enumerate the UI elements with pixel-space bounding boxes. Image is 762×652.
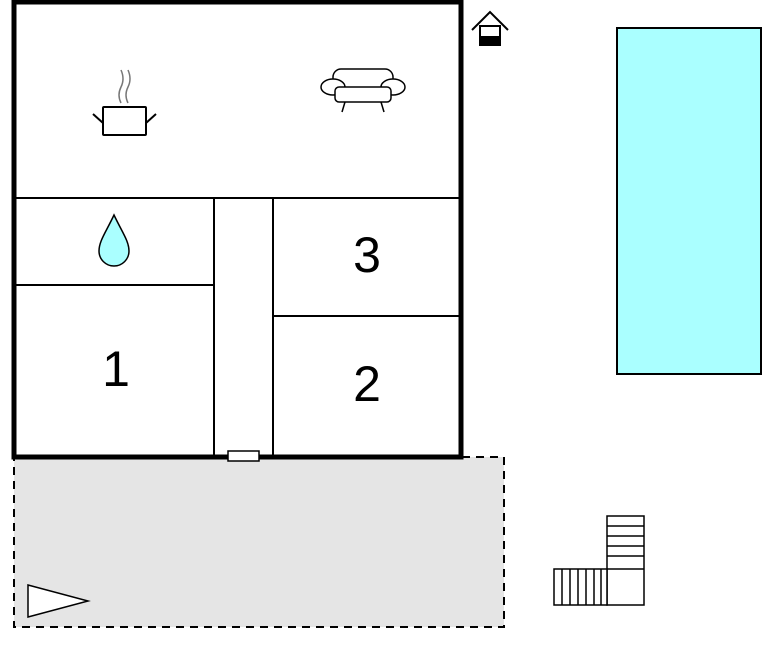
cooking-pot-icon: [92, 69, 157, 136]
entrance-door: [227, 450, 260, 462]
room-label-3: 3: [353, 227, 381, 283]
water-drop-icon: [98, 213, 130, 267]
terrace-area: [13, 456, 505, 628]
room-label-2: 2: [353, 356, 381, 412]
house-entrance-icon: [471, 10, 509, 46]
stairs-icon: [553, 515, 645, 606]
room-label-1: 1: [102, 341, 130, 397]
interior-walls: [14, 197, 461, 457]
triangle-view-icon: [27, 584, 91, 618]
sofa-icon: [320, 68, 406, 113]
house-outline: [11, 0, 464, 460]
swimming-pool: [616, 27, 762, 375]
